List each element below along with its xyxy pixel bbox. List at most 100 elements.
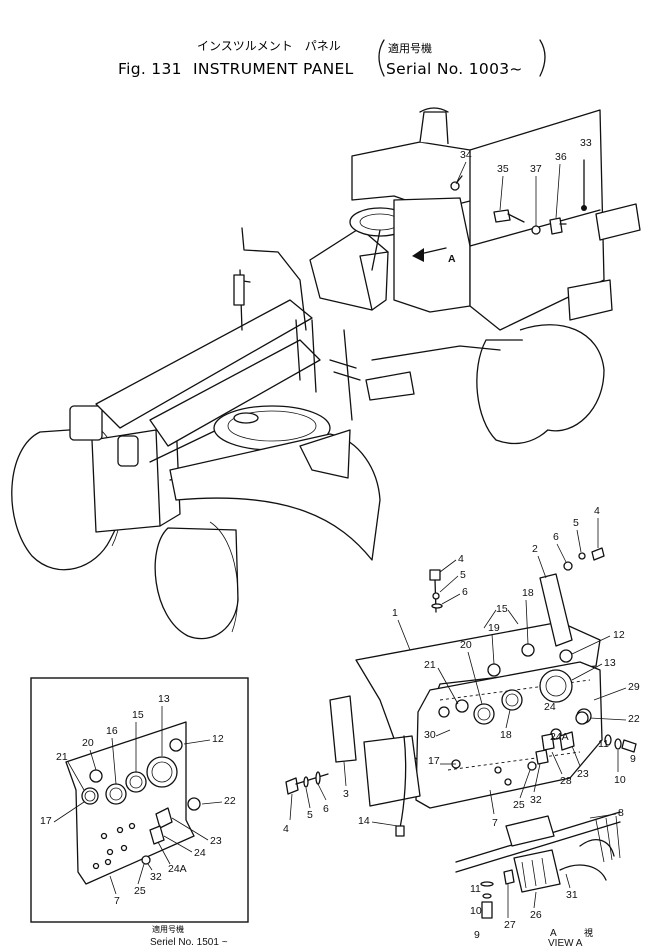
callout-13: 13 xyxy=(604,657,616,669)
callout-6-upper-right: 6 xyxy=(553,531,559,543)
callout-5-upper-right: 5 xyxy=(573,517,579,529)
callout-4-top: 4 xyxy=(458,553,464,565)
callout-10-right: 10 xyxy=(614,774,626,786)
gauge-18 xyxy=(501,689,523,711)
callout-29: 29 xyxy=(628,681,640,693)
inset-panel-view xyxy=(30,677,249,923)
callout-6-lower-left: 6 xyxy=(323,803,329,815)
motor-grader-illustration: A xyxy=(11,107,641,640)
figure-name: INSTRUMENT PANEL xyxy=(193,60,354,78)
inset-callout-20: 20 xyxy=(82,737,94,749)
callout-36: 36 xyxy=(555,151,567,163)
callout-12: 12 xyxy=(613,629,625,641)
callout-18-top: 18 xyxy=(522,587,534,599)
title-bracket-right xyxy=(539,39,546,77)
front-right-tire xyxy=(154,527,239,640)
callout-26: 26 xyxy=(530,909,542,921)
figure-number: Fig. 131 xyxy=(118,60,182,78)
callout-27: 27 xyxy=(504,919,516,931)
inset-applicable-japanese: 適用号機 xyxy=(152,924,184,934)
inset-gauge-15 xyxy=(125,771,147,793)
title-bracket-left xyxy=(378,39,385,77)
inset-callout-7: 7 xyxy=(114,895,120,907)
callout-7: 7 xyxy=(492,817,498,829)
callout-9-right: 9 xyxy=(630,753,636,765)
callout-1: 1 xyxy=(392,607,398,619)
callout-9-lower: 9 xyxy=(474,929,480,941)
callout-5-lower-left: 5 xyxy=(307,809,313,821)
inset-callout-21: 21 xyxy=(56,751,68,763)
inset-callout-15: 15 xyxy=(132,709,144,721)
callout-23: 23 xyxy=(577,768,589,780)
inset-lamp-12 xyxy=(169,738,183,752)
callout-17: 17 xyxy=(428,755,440,767)
exploded-view-callouts: 4 5 6 2 4 5 6 15 18 1 19 20 12 21 13 29 … xyxy=(283,505,640,949)
callout-22: 22 xyxy=(628,713,640,725)
main-frame xyxy=(95,299,313,429)
callout-25: 25 xyxy=(513,799,525,811)
figure-title: インスツルメント パネル Fig. 131 INSTRUMENT PANEL 適… xyxy=(118,39,546,78)
callout-21: 21 xyxy=(424,659,436,671)
callout-15: 15 xyxy=(496,603,508,615)
title-serial: Serial No. 1003~ xyxy=(386,60,523,78)
inset-callout-23: 23 xyxy=(210,835,222,847)
gauge-16 xyxy=(473,703,495,725)
callout-5-top: 5 xyxy=(460,569,466,581)
engine-cover xyxy=(469,109,605,331)
inset-serial: Seriel No. 1501 ~ xyxy=(150,937,228,948)
inset-callout-25: 25 xyxy=(134,885,146,897)
callout-32: 32 xyxy=(530,794,542,806)
wiring-harness xyxy=(399,735,407,829)
view-label-a: A xyxy=(550,928,557,939)
fuse-box xyxy=(505,815,555,847)
inset-gauge-17 xyxy=(81,787,99,805)
callout-31: 31 xyxy=(566,889,578,901)
callout-24: 24 xyxy=(544,701,556,713)
callout-10-lower: 10 xyxy=(470,905,482,917)
callout-2: 2 xyxy=(532,543,538,555)
callout-6-top: 6 xyxy=(462,586,468,598)
callout-18-lower: 18 xyxy=(500,729,512,741)
main-view-callouts: 34 35 37 36 33 xyxy=(455,137,592,226)
callout-20: 20 xyxy=(460,639,472,651)
title-japanese: インスツルメント パネル xyxy=(197,39,341,53)
callout-34: 34 xyxy=(460,149,472,161)
drawbar-beam xyxy=(149,339,321,447)
inset-callout-16: 16 xyxy=(106,725,118,737)
callout-11-lower: 11 xyxy=(470,883,481,895)
inset-gauge-13 xyxy=(146,756,178,788)
inset-callout-12: 12 xyxy=(212,733,224,745)
inset-callout-17: 17 xyxy=(40,815,52,827)
view-label-japanese: 視 xyxy=(584,927,593,939)
lamp-12 xyxy=(559,649,573,663)
callout-37: 37 xyxy=(530,163,542,175)
inset-callout-22: 22 xyxy=(224,795,236,807)
mounting-strip xyxy=(539,573,573,647)
inset-gauge-16 xyxy=(105,783,127,805)
callout-28: 28 xyxy=(560,775,572,787)
relay-block xyxy=(513,849,561,893)
exhaust-stack xyxy=(419,111,449,145)
callout-14: 14 xyxy=(358,815,370,827)
side-bracket xyxy=(329,695,357,763)
rear-weight xyxy=(567,279,613,321)
rear-tire-back xyxy=(519,324,605,432)
callout-19: 19 xyxy=(488,622,500,634)
front-lift-block-right xyxy=(117,435,139,467)
callout-11-right: 11 xyxy=(598,738,609,750)
callout-33: 33 xyxy=(580,137,592,149)
inset-callout-24: 24 xyxy=(194,847,206,859)
callout-3: 3 xyxy=(343,788,349,800)
view-label: VIEW A xyxy=(548,938,583,949)
instrument-panel-exploded xyxy=(285,547,637,919)
callout-4-upper-right: 4 xyxy=(594,505,600,517)
lower-side-panel xyxy=(363,735,421,807)
front-lift-block-left xyxy=(69,405,103,441)
callout-35: 35 xyxy=(497,163,509,175)
callout-30: 30 xyxy=(424,729,436,741)
inset-callout-13: 13 xyxy=(158,693,170,705)
inset-callout-32: 32 xyxy=(150,871,162,883)
title-applicable-japanese: 適用号機 xyxy=(388,41,432,55)
